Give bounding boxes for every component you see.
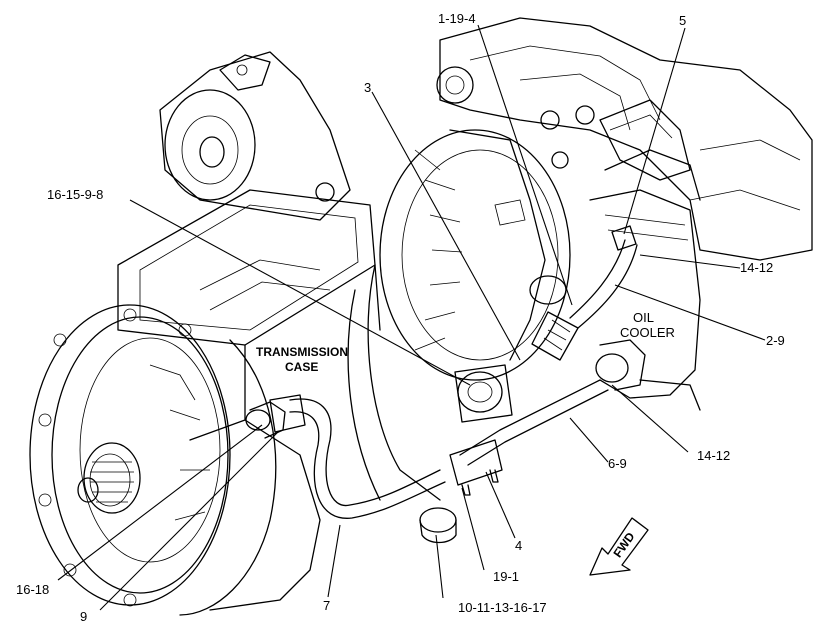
callout-19-1: 19-1 [493, 569, 519, 584]
callouts: 1-19-4 5 3 16-15-9-8 14-12 OIL COOLER 2-… [16, 11, 785, 624]
callout-10-11-13-16-17: 10-11-13-16-17 [458, 600, 547, 615]
callout-2-9: 2-9 [766, 333, 785, 348]
callout-3: 3 [364, 80, 371, 95]
forward-arrow: FWD [589, 517, 649, 576]
transmission-case-label-line1: TRANSMISSION [256, 345, 348, 359]
callout-4: 4 [515, 538, 522, 553]
callout-5: 5 [679, 13, 686, 28]
callout-7: 7 [323, 598, 330, 613]
callout-14-12-bottom: 14-12 [697, 448, 730, 463]
callout-16-18: 16-18 [16, 582, 49, 597]
callout-1-19-4: 1-19-4 [438, 11, 476, 26]
callout-9: 9 [80, 609, 87, 624]
engine-block [436, 17, 813, 261]
callout-16-15-9-8: 16-15-9-8 [47, 187, 103, 202]
leader-lines [57, 24, 766, 611]
callout-6-9: 6-9 [608, 456, 627, 471]
oil-cooler [589, 149, 701, 411]
torque-converter-housing [347, 129, 571, 501]
callout-14-12-top: 14-12 [740, 260, 773, 275]
forward-label: FWD [610, 529, 637, 560]
transmission-case-label-line2: CASE [285, 360, 318, 374]
rear-housing [159, 51, 351, 221]
oil-lines [269, 225, 638, 544]
transmission-case [117, 182, 381, 441]
oil-cooler-label-cooler: COOLER [620, 325, 675, 340]
oil-cooler-label-oil: OIL [633, 310, 654, 325]
